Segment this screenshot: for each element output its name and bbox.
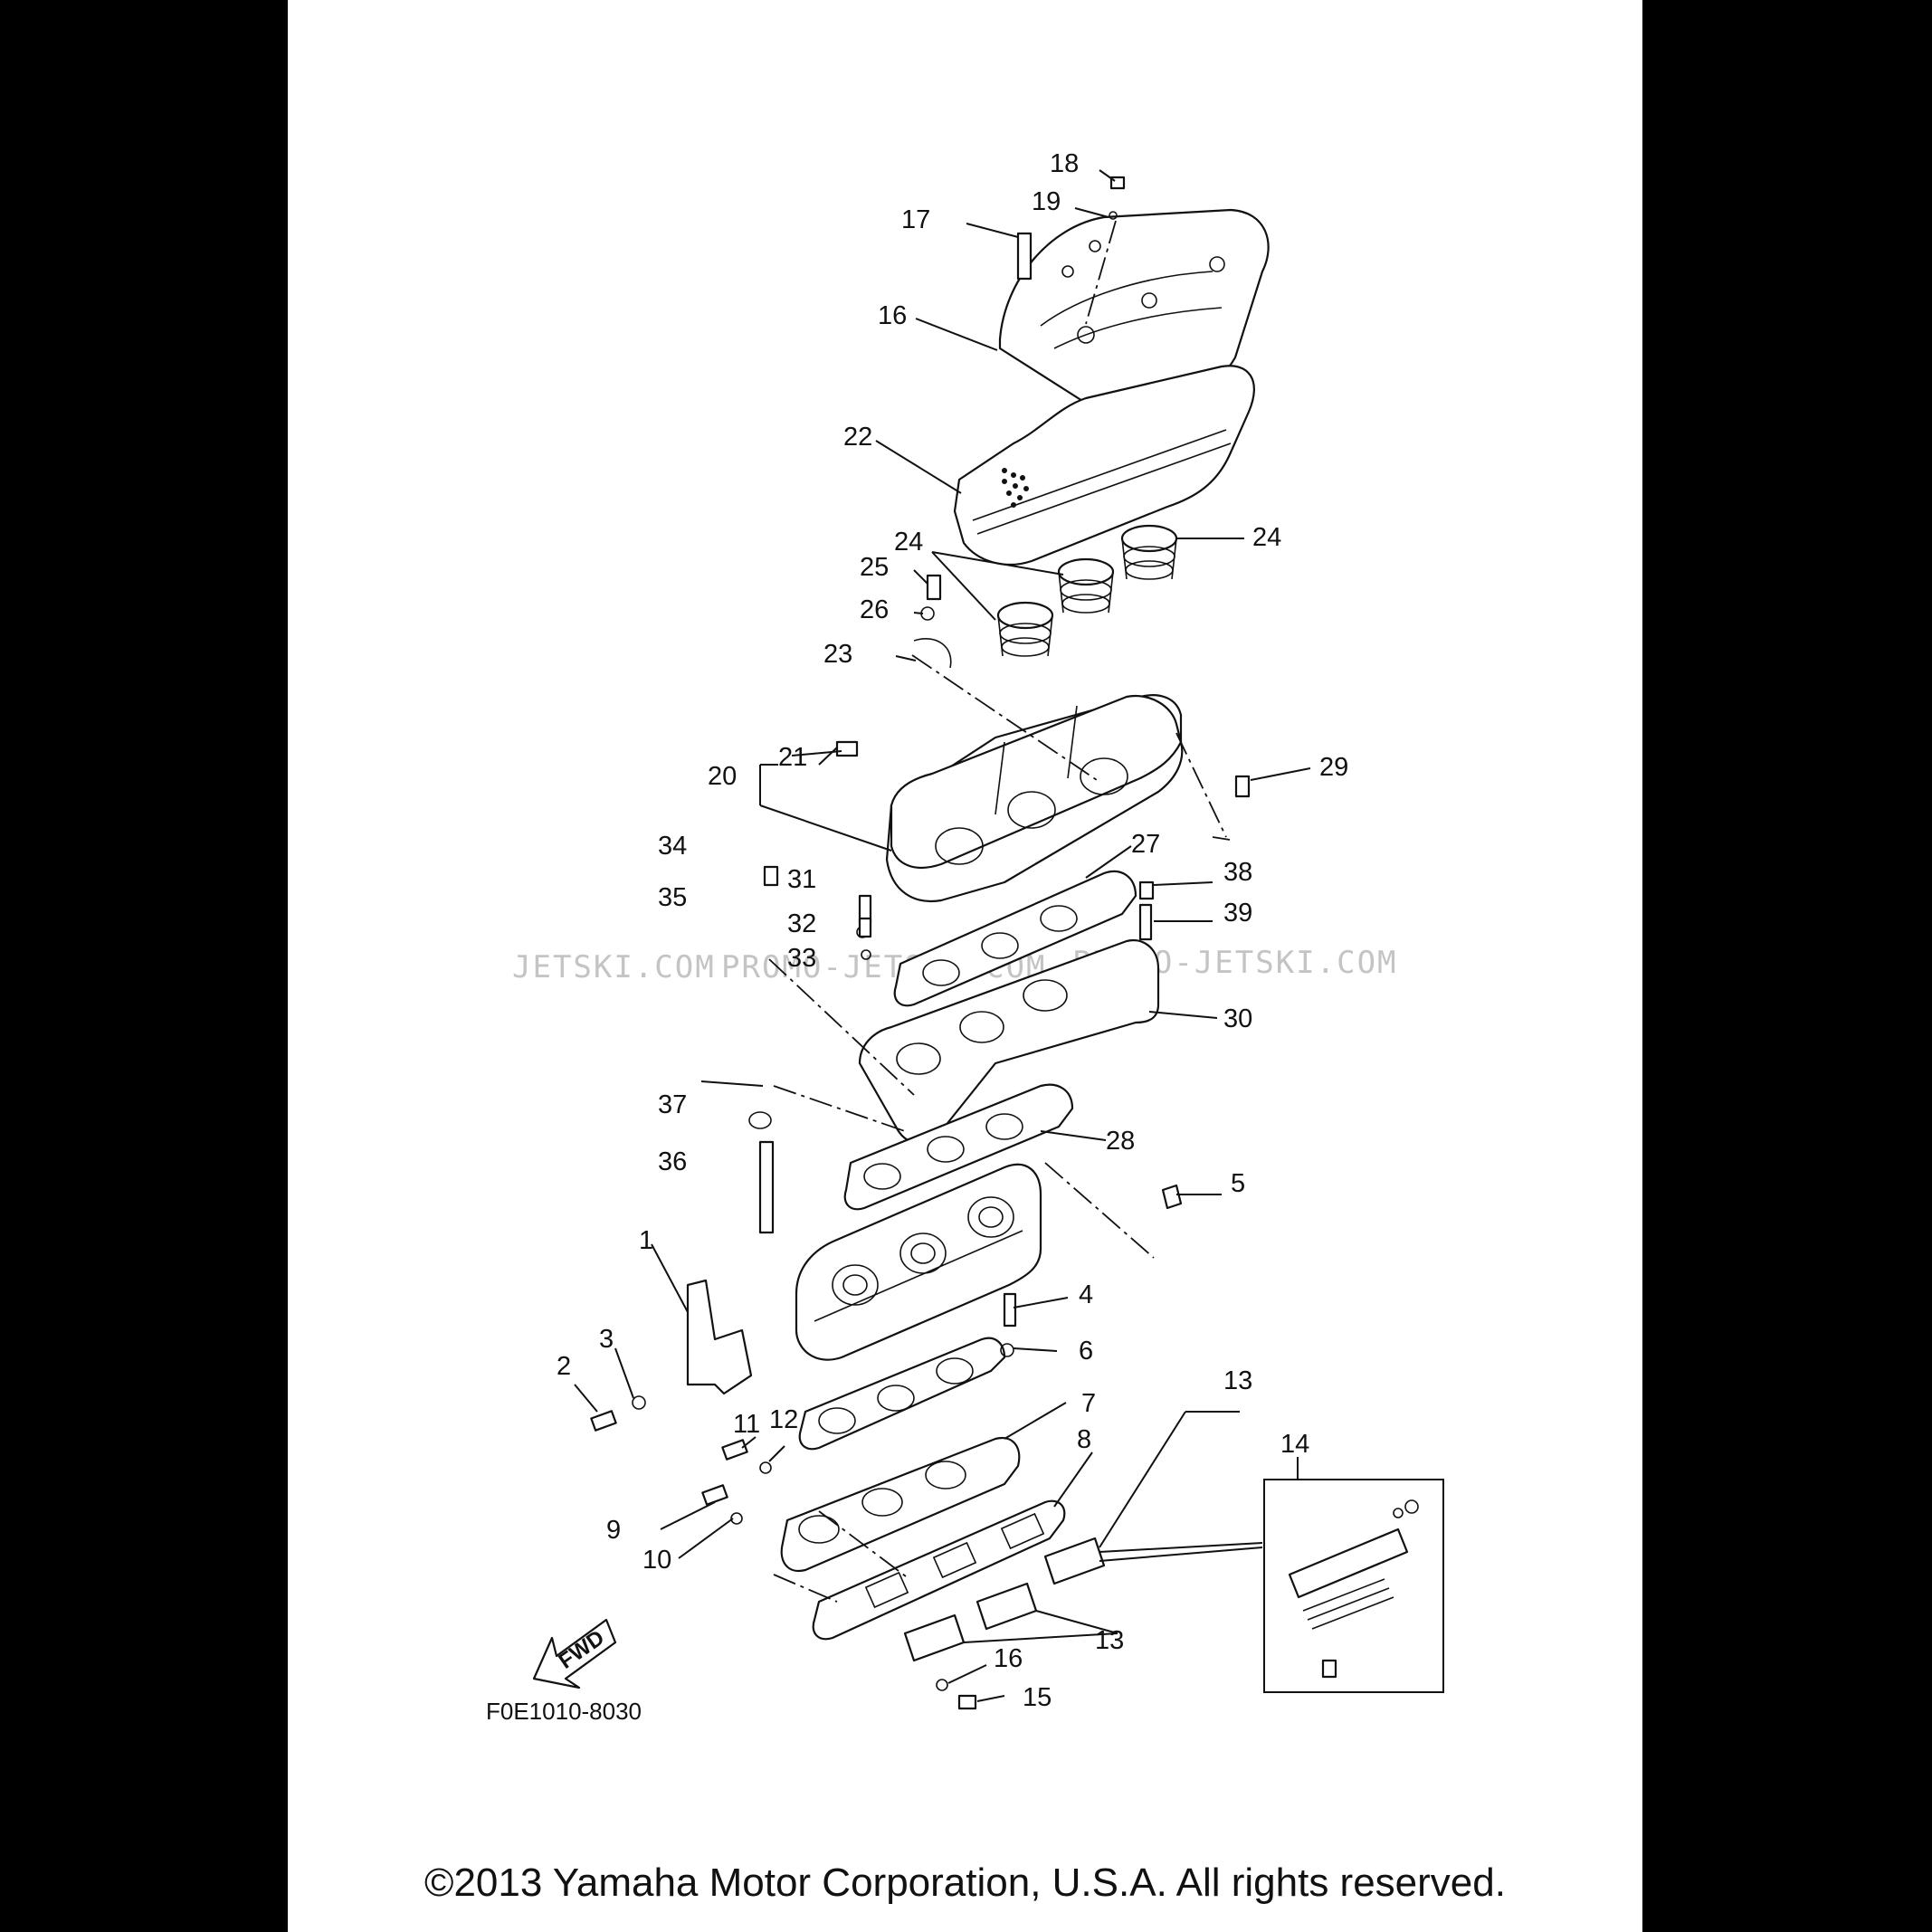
reed-valve-gasket xyxy=(812,1499,1066,1641)
callout-20[interactable]: 19 xyxy=(1032,187,1061,216)
callout-4[interactable]: 4 xyxy=(1079,1280,1093,1309)
callout-24[interactable]: 24 xyxy=(1252,523,1281,552)
callout-17[interactable]: 16 xyxy=(878,301,907,330)
part-callouts: 18 19 17 16 22 24 24 25 26 23 29 21 20 2… xyxy=(557,149,1348,1712)
fwd-arrow-icon: FWD xyxy=(532,1618,617,1689)
alignment-lines xyxy=(768,220,1231,1603)
carburetor-gasket xyxy=(798,1337,1006,1451)
copyright-notice: ©2013 Yamaha Motor Corporation, U.S.A. A… xyxy=(424,1861,1506,1905)
callout-15[interactable]: 15 xyxy=(1023,1683,1052,1712)
callout-8[interactable]: 8 xyxy=(1077,1425,1091,1454)
callout-32[interactable]: 32 xyxy=(787,909,816,938)
intake-manifold xyxy=(780,1436,1021,1573)
reed-valve-detail-inset xyxy=(1263,1479,1444,1693)
callout-25[interactable]: 23 xyxy=(823,640,852,669)
callout-14[interactable]: 14 xyxy=(1280,1430,1309,1459)
fastener-parts xyxy=(590,176,1251,1710)
callout-24[interactable]: 24 xyxy=(894,528,923,557)
callout-16[interactable]: 16 xyxy=(994,1644,1023,1673)
callout-11[interactable]: 11 xyxy=(733,1410,760,1439)
callout-18[interactable]: 17 xyxy=(901,205,930,234)
callout-7[interactable]: 7 xyxy=(1081,1389,1096,1418)
callout-30[interactable]: 30 xyxy=(1223,1004,1252,1033)
callout-23[interactable]: 22 xyxy=(843,423,872,452)
callout-1[interactable]: 1 xyxy=(639,1226,653,1255)
callout-36[interactable]: 36 xyxy=(658,1147,687,1176)
callout-9[interactable]: 9 xyxy=(606,1516,621,1545)
callout-28[interactable]: 27 xyxy=(1131,830,1160,859)
callout-13[interactable]: 13 xyxy=(1223,1366,1252,1395)
callout-22[interactable]: 21 xyxy=(778,743,807,772)
mounting-bracket xyxy=(686,1279,753,1395)
callout-6[interactable]: 6 xyxy=(1079,1337,1093,1366)
head-cover-gasket xyxy=(953,365,1255,566)
callout-34[interactable]: 34 xyxy=(658,832,687,861)
diagram-reference-code: F0E1010-8030 xyxy=(486,1698,642,1725)
callout-26[interactable]: 25 xyxy=(860,553,889,582)
callout-21[interactable]: 20 xyxy=(708,762,737,791)
manifold-gasket-upper xyxy=(893,871,1137,1007)
callout-27[interactable]: 26 xyxy=(860,595,889,624)
callout-39[interactable]: 39 xyxy=(1223,899,1252,928)
watermark: JETSKI.COM xyxy=(512,949,716,985)
callout-38[interactable]: 38 xyxy=(1223,858,1252,887)
callout-19[interactable]: 18 xyxy=(1050,149,1079,178)
callout-5[interactable]: 5 xyxy=(1231,1169,1245,1198)
callout-33[interactable]: 33 xyxy=(787,944,816,973)
carburetor-assembly xyxy=(795,1163,1042,1361)
callout-2[interactable]: 2 xyxy=(557,1352,571,1381)
intake-housing xyxy=(885,694,1184,902)
manifold-gasket-lower xyxy=(843,1083,1074,1211)
callout-31[interactable]: 31 xyxy=(787,865,816,894)
cylinder-head-cover xyxy=(998,208,1270,414)
callout-3[interactable]: 3 xyxy=(599,1325,614,1354)
callout-29[interactable]: 29 xyxy=(1319,753,1348,782)
callout-35[interactable]: 35 xyxy=(658,883,687,912)
callout-28[interactable]: 28 xyxy=(1106,1127,1135,1156)
callout-10[interactable]: 10 xyxy=(642,1546,671,1575)
callout-13[interactable]: 13 xyxy=(1095,1626,1124,1655)
callout-37[interactable]: 37 xyxy=(658,1090,687,1119)
leader-lines xyxy=(574,169,1311,1702)
callout-12[interactable]: 12 xyxy=(769,1405,798,1434)
